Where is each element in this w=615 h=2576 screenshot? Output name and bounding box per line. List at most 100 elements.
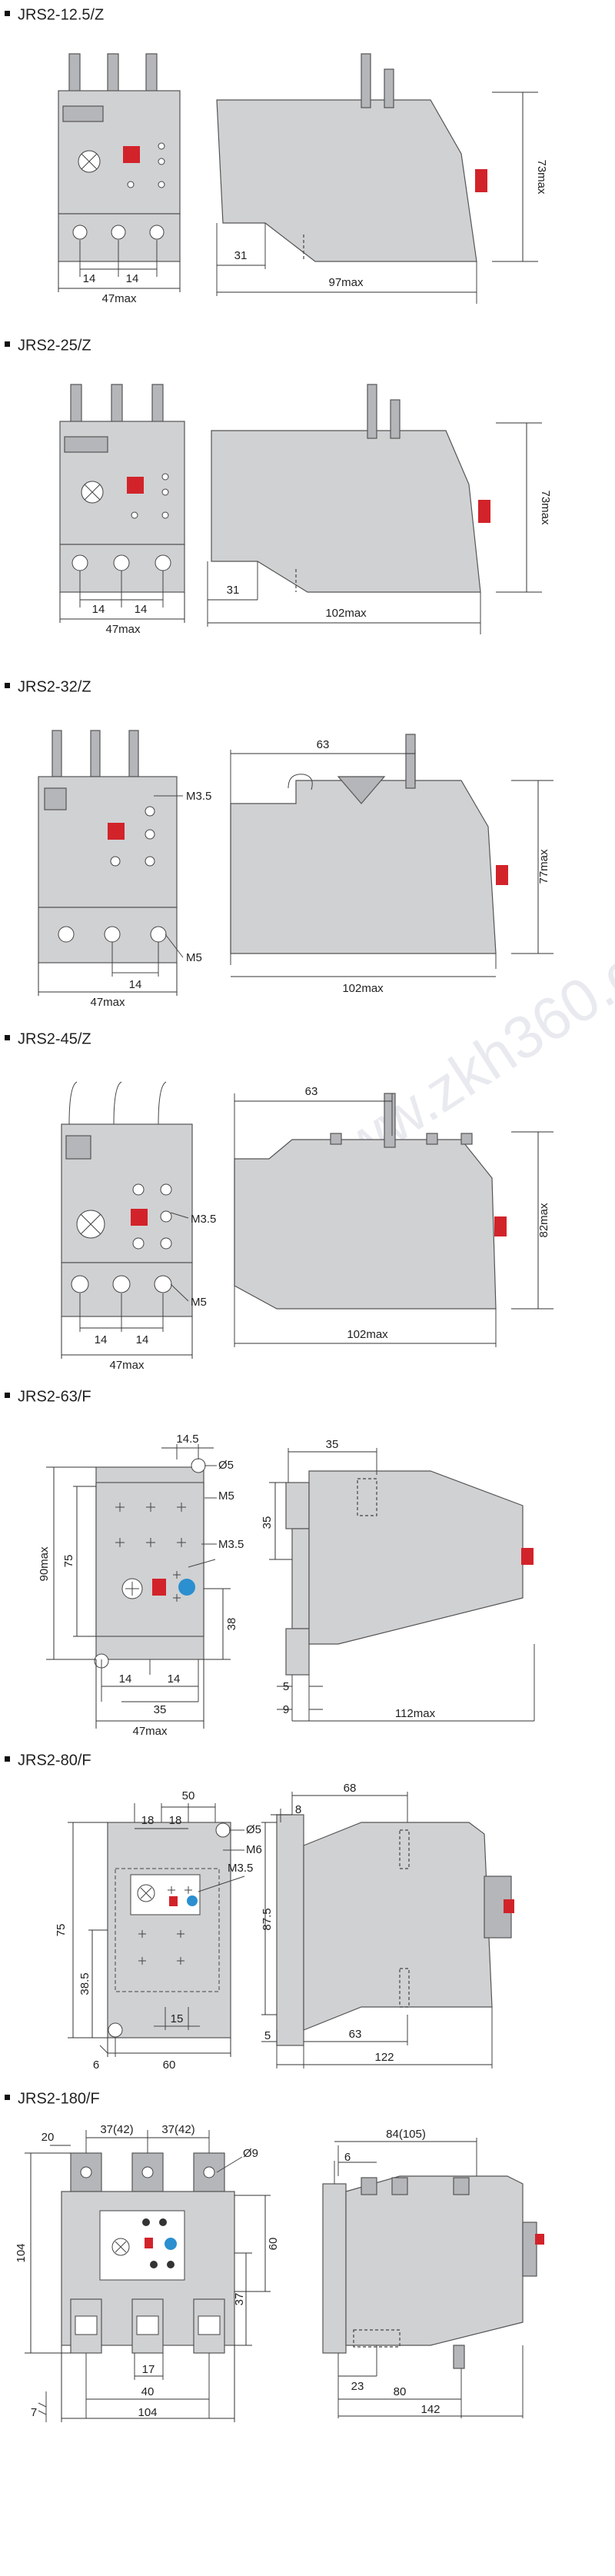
screw-m5-label: M5 [186, 951, 202, 964]
dim-side-length: 102max [347, 1328, 388, 1341]
dim-side-mid: 35 [261, 1516, 274, 1529]
dim-side-length: 102max [325, 607, 367, 620]
dim-side-length: 97max [328, 276, 364, 289]
dim-side-142: 142 [421, 2403, 440, 2416]
bullet-icon [5, 1393, 10, 1399]
dim-front-pitch2: 14 [136, 1333, 149, 1346]
dim-right-37: 37 [233, 2293, 246, 2306]
front-view [68, 1803, 245, 2057]
dim-side-height: 73max [535, 159, 548, 195]
dim-left-7: 7 [31, 2406, 37, 2419]
dim-side-height: 82max [537, 1203, 550, 1238]
diagram-jrs2-180f: 20 37(42) 37(42) Ø9 104 37 60 17 40 104 … [15, 2123, 544, 2422]
dim-bot1: 14 [119, 1672, 132, 1686]
side-view [234, 1093, 554, 1347]
section-title-jrs2-25z: JRS2-25/Z [5, 337, 91, 354]
dim-bot-104: 104 [138, 2406, 157, 2419]
dim-front-pitch1: 14 [92, 603, 105, 616]
front-view [25, 2130, 271, 2422]
dim-front-width: 47max [109, 1359, 145, 1372]
dim-side-6: 6 [344, 2151, 351, 2164]
dim-side-5: 5 [283, 1680, 289, 1693]
screw-m5-label: M5 [191, 1296, 207, 1309]
section-title-jrs2-32z: JRS2-32/Z [5, 678, 91, 696]
dim-side-23: 23 [351, 2380, 364, 2393]
dim-side-height: 77max [537, 849, 550, 884]
dim-bot-40: 40 [141, 2385, 155, 2398]
dim-side-5: 5 [264, 2029, 271, 2042]
front-view [59, 384, 185, 623]
screw-m35-label: M3.5 [191, 1213, 216, 1226]
dim-side-length: 122 [374, 2051, 394, 2064]
side-view [269, 1448, 535, 1722]
side-view [261, 1792, 514, 2068]
dim-top2: 18 [169, 1814, 182, 1827]
dim-side-63: 63 [349, 2028, 362, 2041]
dim-top1: 18 [141, 1814, 155, 1827]
diagram-jrs2-45z: M3.5 M5 14 14 47max 63 102max 82max [61, 1081, 554, 1372]
hole-label: Ø5 [246, 1823, 261, 1836]
diagram-jrs2-25z: 14 14 47max 31 102max 73max [59, 384, 552, 636]
section-title-jrs2-63f: JRS2-63/F [5, 1388, 91, 1406]
diagram-jrs2-32z: M3.5 M5 14 47max 63 102max 77max [38, 730, 554, 1009]
dim-side-top: 68 [344, 1782, 357, 1795]
dim-pitch1: 37(42) [100, 2123, 133, 2136]
screw-m35-label: M3.5 [228, 1862, 253, 1875]
dim-front-pitch1: 14 [95, 1333, 108, 1346]
dim-front-pitch1: 14 [83, 272, 96, 285]
dim-front-width: 47max [105, 623, 141, 636]
front-view [46, 1444, 231, 1729]
dim-bot: 15 [171, 2012, 184, 2025]
dim-side-height: 73max [539, 490, 552, 525]
bullet-icon [5, 2095, 10, 2101]
dim-side-top: 63 [317, 738, 330, 751]
bullet-icon [5, 1756, 10, 1762]
bullet-icon [5, 11, 10, 17]
dim-front-pitch2: 14 [135, 603, 148, 616]
dim-front-width: 47max [101, 292, 137, 305]
dim-pitch2: 37(42) [161, 2123, 194, 2136]
dim-side-offset: 31 [227, 584, 240, 597]
dim-width: 60 [163, 2058, 176, 2072]
bullet-icon [5, 341, 10, 348]
dim-height: 75 [55, 1924, 68, 1937]
dim-mid: 38 [225, 1618, 238, 1631]
dim-bot2: 14 [168, 1672, 181, 1686]
dim-front-pitch: 14 [129, 978, 142, 991]
dim-height: 104 [15, 2243, 28, 2262]
dim-height-inner: 75 [62, 1555, 75, 1568]
dim-right-60: 60 [267, 2238, 280, 2251]
hole-label: Ø9 [243, 2147, 258, 2160]
side-view [216, 53, 538, 304]
dim-side-length: 112max [395, 1707, 436, 1720]
dim-front-width: 47max [90, 996, 125, 1009]
dim-side-top: 84(105) [386, 2128, 426, 2141]
dim-mid: 38.5 [78, 1972, 91, 1995]
section-title-jrs2-12-5z: JRS2-12.5/Z [5, 6, 104, 24]
dim-width: 47max [132, 1725, 168, 1738]
dim-height-outer: 90max [38, 1546, 51, 1582]
dim-front-pitch2: 14 [126, 272, 139, 285]
dim-side-top: 63 [305, 1085, 318, 1098]
front-view [38, 730, 184, 996]
side-view [230, 734, 554, 977]
front-view [58, 53, 181, 292]
screw-m35-label: M3.5 [218, 1538, 244, 1551]
screw-m5-label: M5 [218, 1489, 234, 1503]
diagram-jrs2-12-5z: 14 14 47max 31 97max 73max [58, 53, 548, 305]
dim-side-length: 102max [342, 982, 384, 995]
side-view [322, 2138, 544, 2418]
dim-side-9: 9 [283, 1703, 289, 1716]
section-title-jrs2-180f: JRS2-180/F [5, 2090, 100, 2108]
screw-m35-label: M3.5 [186, 790, 211, 803]
dim-side-offset: 31 [234, 249, 248, 262]
bullet-icon [5, 1035, 10, 1041]
bullet-icon [5, 683, 10, 689]
dim-side-8: 8 [295, 1803, 301, 1816]
section-title-jrs2-80f: JRS2-80/F [5, 1752, 91, 1769]
dim-top: 14.5 [176, 1433, 198, 1446]
dim-bot-span: 35 [154, 1703, 167, 1716]
dim-side-top: 35 [326, 1438, 339, 1451]
diagram-jrs2-63f: 14.5 Ø5 M5 M3.5 90max 75 38 14 14 35 47m… [38, 1433, 535, 1738]
dim-bot-17: 17 [142, 2363, 155, 2376]
